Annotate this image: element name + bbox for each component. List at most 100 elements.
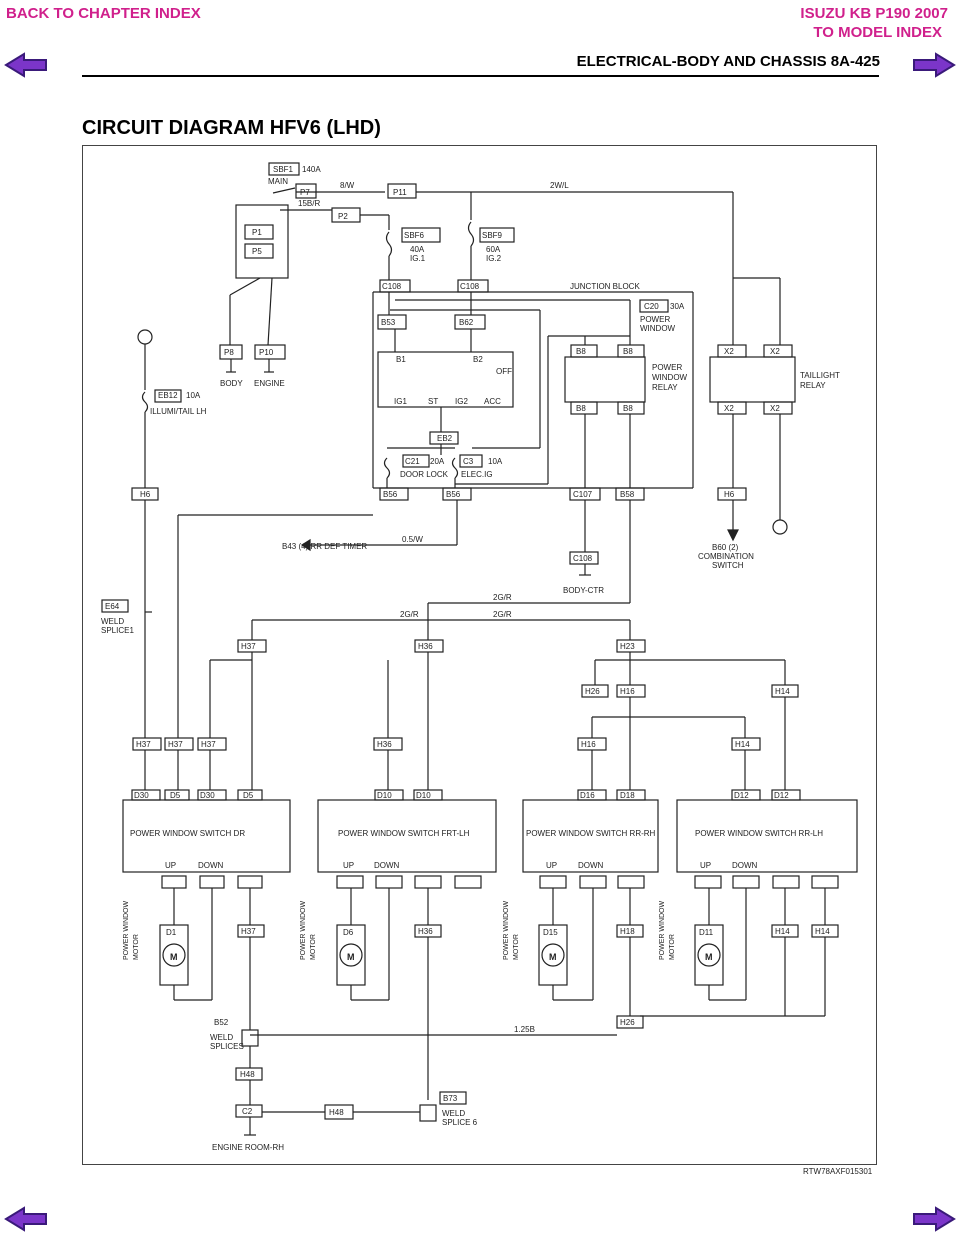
svg-text:POWER WINDOW: POWER WINDOW <box>300 901 307 960</box>
svg-text:C2: C2 <box>242 1107 253 1116</box>
svg-text:B58: B58 <box>620 490 635 499</box>
svg-text:POWER WINDOW SWITCH FRT-LH: POWER WINDOW SWITCH FRT-LH <box>338 829 470 838</box>
svg-text:P5: P5 <box>252 247 262 256</box>
svg-text:SBF6: SBF6 <box>404 231 425 240</box>
svg-text:X2: X2 <box>770 347 780 356</box>
svg-text:M: M <box>347 952 355 962</box>
svg-text:WELD: WELD <box>442 1109 465 1118</box>
svg-text:D15: D15 <box>543 928 558 937</box>
next-page-arrow-icon[interactable] <box>912 52 956 78</box>
svg-text:C107: C107 <box>573 490 593 499</box>
svg-text:B73: B73 <box>443 1094 458 1103</box>
back-to-chapter-index-link[interactable]: BACK TO CHAPTER INDEX <box>6 5 201 22</box>
svg-text:ELEC.IG: ELEC.IG <box>461 470 493 479</box>
svg-text:2G/R: 2G/R <box>400 610 419 619</box>
svg-text:2W/L: 2W/L <box>550 181 569 190</box>
svg-text:SPLICE1: SPLICE1 <box>101 626 134 635</box>
svg-text:B52: B52 <box>214 1018 229 1027</box>
svg-text:P2: P2 <box>338 212 348 221</box>
svg-text:H37: H37 <box>201 740 216 749</box>
svg-text:DOWN: DOWN <box>578 861 604 870</box>
svg-text:B56: B56 <box>446 490 461 499</box>
svg-text:UP: UP <box>546 861 557 870</box>
svg-text:POWER WINDOW: POWER WINDOW <box>659 901 666 960</box>
switch-dr <box>122 799 291 873</box>
svg-text:P8: P8 <box>224 348 234 357</box>
svg-text:UP: UP <box>343 861 354 870</box>
svg-text:C108: C108 <box>382 282 402 291</box>
svg-text:H37: H37 <box>168 740 183 749</box>
svg-text:E64: E64 <box>105 602 120 611</box>
svg-text:WELD: WELD <box>210 1033 233 1042</box>
next-page-bottom-arrow-icon[interactable] <box>912 1206 956 1232</box>
svg-text:COMBINATION: COMBINATION <box>698 552 754 561</box>
switch-rr-rh <box>522 799 659 873</box>
svg-text:20A: 20A <box>430 457 445 466</box>
fuse-box-sbf1 <box>268 162 300 176</box>
svg-text:B8: B8 <box>623 404 633 413</box>
svg-text:60A: 60A <box>486 245 501 254</box>
svg-text:B8: B8 <box>576 347 586 356</box>
svg-text:ENGINE: ENGINE <box>254 379 285 388</box>
svg-text:OFF: OFF <box>496 367 512 376</box>
svg-text:POWER WINDOW: POWER WINDOW <box>123 901 130 960</box>
svg-text:X2: X2 <box>770 404 780 413</box>
svg-text:MOTOR: MOTOR <box>669 934 676 960</box>
model-name-link[interactable]: ISUZU KB P190 2007 <box>800 5 948 22</box>
svg-text:H16: H16 <box>581 740 596 749</box>
svg-text:UP: UP <box>700 861 711 870</box>
svg-text:H14: H14 <box>775 927 790 936</box>
svg-text:H14: H14 <box>735 740 750 749</box>
svg-text:BODY-CTR: BODY-CTR <box>563 586 604 595</box>
svg-text:B62: B62 <box>459 318 474 327</box>
svg-text:IG1: IG1 <box>394 397 407 406</box>
svg-text:MOTOR: MOTOR <box>513 934 520 960</box>
svg-text:P1: P1 <box>252 228 262 237</box>
svg-text:IG2: IG2 <box>455 397 468 406</box>
svg-text:SBF9: SBF9 <box>482 231 503 240</box>
svg-text:H37: H37 <box>136 740 151 749</box>
svg-text:B1: B1 <box>396 355 406 364</box>
svg-text:H6: H6 <box>140 490 151 499</box>
svg-text:H48: H48 <box>329 1108 344 1117</box>
svg-text:SPLICE 6: SPLICE 6 <box>442 1118 478 1127</box>
svg-text:WINDOW: WINDOW <box>640 324 676 333</box>
svg-text:D1: D1 <box>166 928 177 937</box>
svg-text:POWER WINDOW SWITCH DR: POWER WINDOW SWITCH DR <box>130 829 245 838</box>
prev-page-bottom-arrow-icon[interactable] <box>4 1206 48 1232</box>
svg-text:WINDOW: WINDOW <box>652 373 688 382</box>
svg-text:B2: B2 <box>473 355 483 364</box>
svg-text:30A: 30A <box>670 302 685 311</box>
conn-p7 <box>295 183 317 199</box>
prev-page-arrow-icon[interactable] <box>4 52 48 78</box>
svg-text:M: M <box>549 952 557 962</box>
svg-text:X2: X2 <box>724 404 734 413</box>
svg-text:UP: UP <box>165 861 176 870</box>
svg-text:D5: D5 <box>243 791 254 800</box>
svg-text:B56: B56 <box>383 490 398 499</box>
conn-p10 <box>254 344 286 360</box>
svg-text:H48: H48 <box>240 1070 255 1079</box>
power-window-relay <box>564 356 646 403</box>
svg-text:DOWN: DOWN <box>198 861 224 870</box>
svg-text:15B/R: 15B/R <box>298 199 320 208</box>
svg-text:IG.2: IG.2 <box>486 254 502 263</box>
svg-text:RELAY: RELAY <box>652 383 678 392</box>
svg-text:DOOR LOCK: DOOR LOCK <box>400 470 449 479</box>
header-rule <box>82 75 879 77</box>
svg-text:D12: D12 <box>774 791 789 800</box>
svg-text:C108: C108 <box>573 554 593 563</box>
svg-text:P11: P11 <box>393 188 407 197</box>
svg-text:X2: X2 <box>724 347 734 356</box>
to-model-index-link[interactable]: TO MODEL INDEX <box>813 24 942 41</box>
svg-text:H36: H36 <box>377 740 392 749</box>
svg-text:H26: H26 <box>620 1018 635 1027</box>
svg-text:C3: C3 <box>463 457 474 466</box>
svg-text:H16: H16 <box>620 687 635 696</box>
svg-text:MAIN: MAIN <box>268 177 288 186</box>
svg-text:M: M <box>705 952 713 962</box>
conn-b53 <box>377 314 407 330</box>
conn-eb2 <box>429 431 459 445</box>
battery-box <box>235 204 289 279</box>
